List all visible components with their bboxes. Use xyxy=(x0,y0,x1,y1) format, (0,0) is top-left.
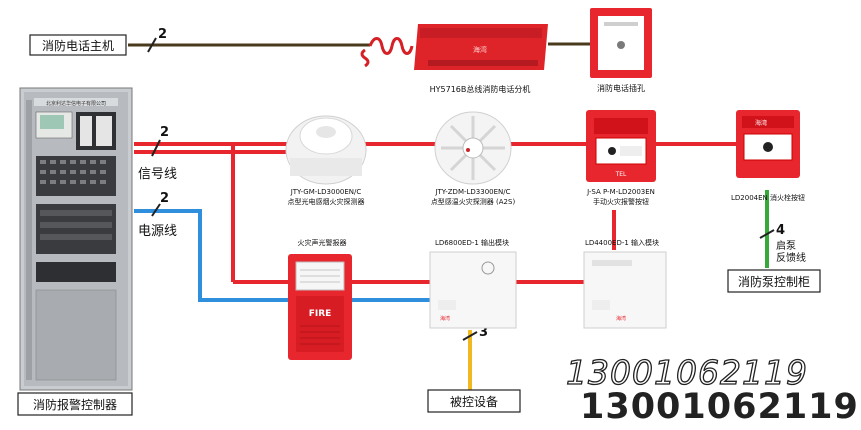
pump-wire-count: 4 xyxy=(776,223,785,238)
manual-alarm-tel: TEL xyxy=(615,171,627,178)
signal-wire-count: 2 xyxy=(160,125,169,140)
input-module-brand: 海湾 xyxy=(616,315,626,322)
alarm-controller-label: 消防报警控制器 xyxy=(33,397,117,412)
io-module-brand: 海湾 xyxy=(440,315,450,322)
alarm-controller-cabinet[interactable]: 北京利达华信电子有限公司 xyxy=(20,88,132,390)
controlled-equipment-box[interactable]: 被控设备 xyxy=(428,390,520,412)
phone-splitter-label: HY5716B总线消防电话分机 xyxy=(430,84,531,94)
alarm-controller-box[interactable]: 消防报警控制器 xyxy=(18,393,132,415)
pump-feedback-label-1: 启泵 xyxy=(776,239,796,252)
io-module-label: LD6800ED-1 输出模块 xyxy=(435,238,509,247)
sounder-device[interactable]: 火灾声光警报器 FIRE xyxy=(288,238,352,360)
phone-host-label: 消防电话主机 xyxy=(42,38,114,53)
smoke-detector-desc: 点型光电感烟火灾探测器 xyxy=(288,197,365,206)
controlled-equipment-label: 被控设备 xyxy=(450,395,498,409)
input-module-label: LD4400ED-1 输入模块 xyxy=(585,238,659,247)
heat-detector-device[interactable]: JTY-ZDM-LD3300EN/C 点型感温火灾探测器 (A2S) xyxy=(431,112,516,206)
phone-jack-device[interactable]: 消防电话插孔 xyxy=(590,8,652,93)
signal-line-label: 信号线 xyxy=(138,167,177,182)
splitter-brand: 海湾 xyxy=(473,45,487,54)
io-module-device[interactable]: LD6800ED-1 输出模块 海湾 xyxy=(430,238,516,328)
pump-feedback-label-2: 反馈线 xyxy=(776,251,806,264)
heat-detector-model: JTY-ZDM-LD3300EN/C xyxy=(434,188,510,196)
manual-alarm-device[interactable]: TEL J-SA P-M-LD2003EN 手动火灾报警按钮 xyxy=(586,110,656,206)
manual-alarm-desc: 手动火灾报警按钮 xyxy=(593,197,649,206)
pump-cabinet-box[interactable]: 消防泵控制柜 xyxy=(728,270,820,292)
hydrant-brand: 海湾 xyxy=(755,119,767,127)
sounder-fire-text: FIRE xyxy=(309,309,332,319)
hydrant-button-device[interactable]: 海湾 LD2004EN 消火栓按钮 xyxy=(731,110,805,202)
power-line-label: 电源线 xyxy=(138,224,177,239)
manual-alarm-model: J-SA P-M-LD2003EN xyxy=(586,188,655,196)
phone-host-box[interactable]: 消防电话主机 xyxy=(30,35,126,55)
wires xyxy=(128,44,767,390)
pump-cabinet-label: 消防泵控制柜 xyxy=(738,274,810,289)
heat-detector-desc: 点型感温火灾探测器 (A2S) xyxy=(431,197,516,206)
sounder-label: 火灾声光警报器 xyxy=(298,238,347,247)
power-wire-count: 2 xyxy=(160,191,169,206)
phone-watermark: 13001062119 13001062119 xyxy=(566,353,859,427)
input-module-device[interactable]: LD4400ED-1 输入模块 海湾 xyxy=(584,238,666,328)
smoke-detector-model: JTY-GM-LD3000EN/C xyxy=(290,188,362,196)
watermark-solid: 13001062119 xyxy=(580,387,859,427)
smoke-detector-device[interactable]: JTY-GM-LD3000EN/C 点型光电感烟火灾探测器 xyxy=(286,116,366,206)
phone-splitter-device[interactable]: 海湾 HY5716B总线消防电话分机 xyxy=(362,24,548,94)
panel-brand-text: 北京利达华信电子有限公司 xyxy=(46,100,106,107)
phone-wire-count: 2 xyxy=(158,27,167,42)
hydrant-button-label: LD2004EN 消火栓按钮 xyxy=(731,193,805,202)
phone-jack-label: 消防电话插孔 xyxy=(597,83,645,93)
